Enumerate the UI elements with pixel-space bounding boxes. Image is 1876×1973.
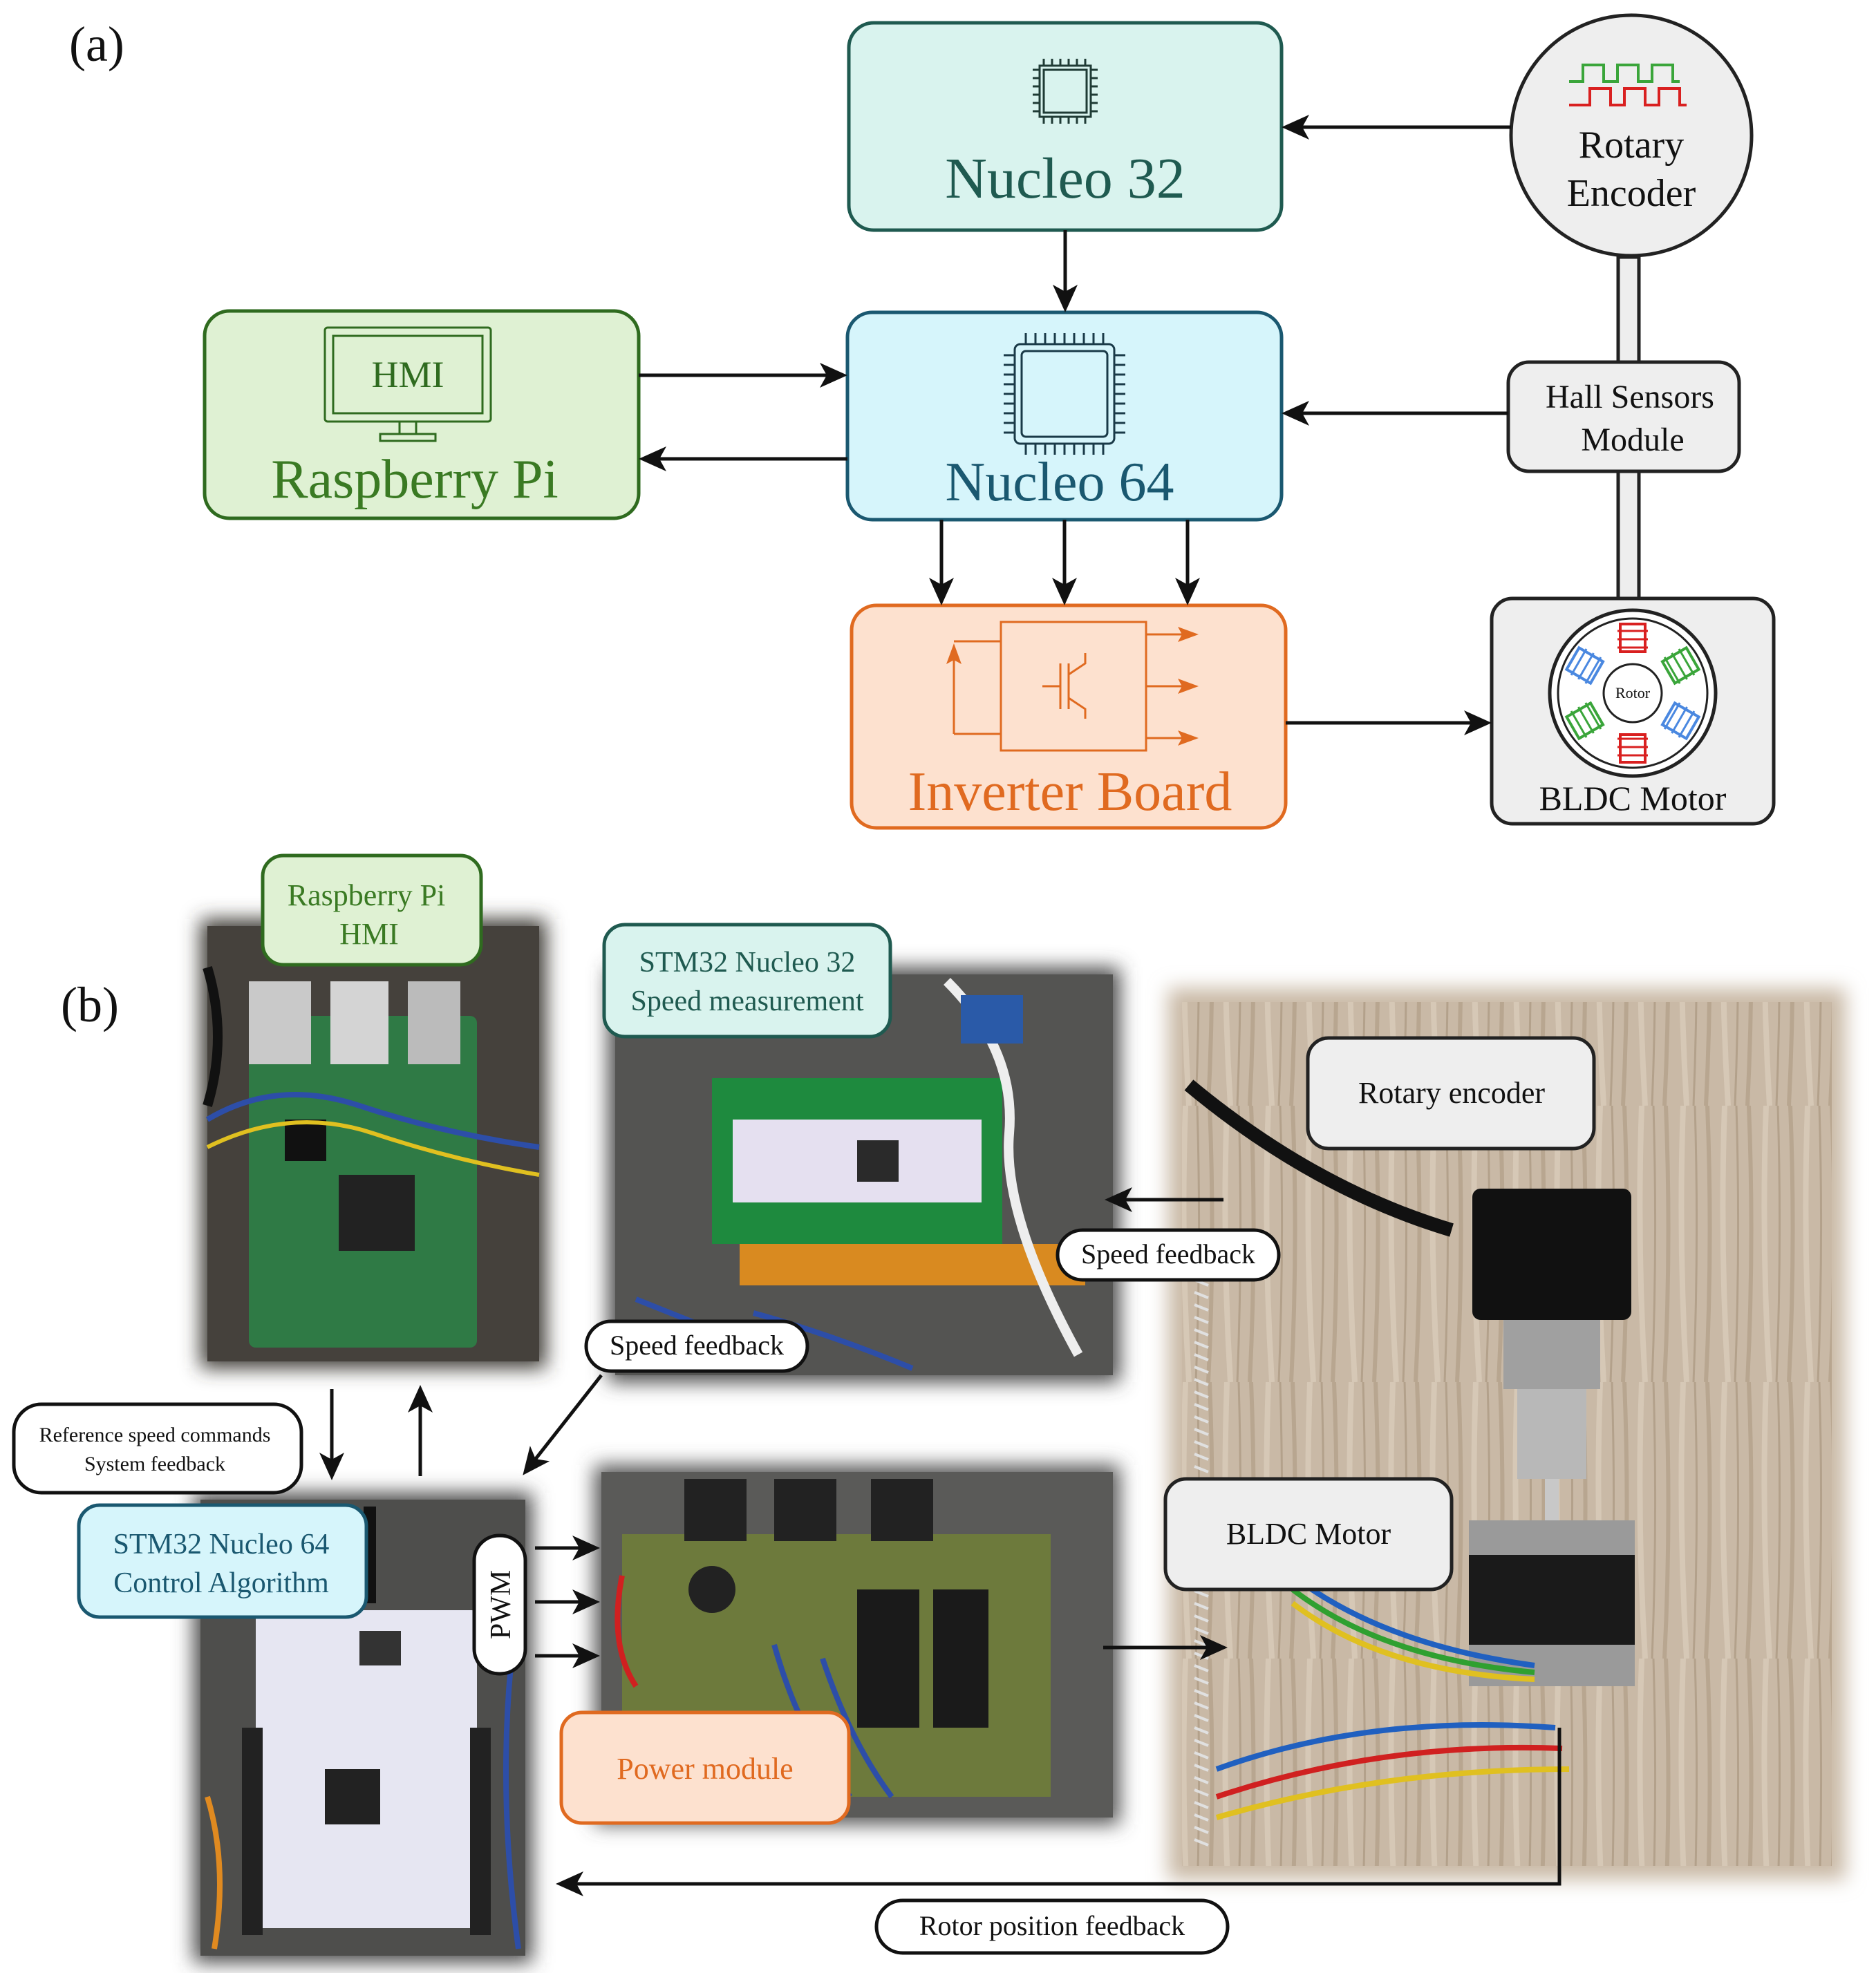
stator-coil: [1564, 645, 1605, 686]
ref-speed-text-1: Reference speed commands: [39, 1424, 271, 1446]
label-rotor-position-feedback: Rotor position feedback: [874, 1898, 1230, 1955]
bldc-motor-text: BLDC Motor: [1226, 1517, 1391, 1551]
photo-raspberry-pi: [200, 919, 546, 1368]
motor-stator-icon: [1548, 608, 1718, 778]
stator-coil: [1660, 701, 1701, 741]
encoder-signal-a-icon: [1569, 64, 1680, 83]
label-reference-speed: Reference speed commands System feedback: [12, 1402, 303, 1495]
nucleo32-label: Nucleo 32: [945, 147, 1185, 211]
hall-label-2: Module: [1581, 422, 1684, 458]
speed-feedback-text-2: Speed feedback: [610, 1330, 784, 1361]
stator-coil: [1617, 623, 1648, 653]
n32-label-2: Speed measurement: [630, 985, 863, 1017]
rotor-feedback-text: Rotor position feedback: [919, 1910, 1185, 1941]
bldc-motor-box: Rotor BLDC Motor: [1490, 596, 1776, 826]
label-pwm: PWM: [472, 1533, 527, 1676]
stator-coil: [1660, 645, 1701, 686]
arrow-speed-feedback-to-nucleo64: [523, 1374, 603, 1475]
label-raspberry-pi-hmi: Raspberry Pi HMI: [261, 853, 483, 967]
encoder-label-1: Rotary: [1579, 124, 1684, 167]
n64-label-2: Control Algorithm: [113, 1567, 329, 1599]
label-rotary-encoder: Rotary encoder: [1306, 1036, 1596, 1151]
hmi-label: HMI: [372, 354, 444, 395]
ref-speed-text-2: System feedback: [84, 1453, 225, 1475]
inverter-icon: [946, 621, 1199, 752]
panel-b-arrows: [319, 1187, 1561, 1896]
rotary-encoder-node: Rotary Encoder: [1509, 13, 1754, 258]
shaft-connector: [1616, 255, 1641, 601]
label-bldc-motor: BLDC Motor: [1163, 1477, 1454, 1592]
power-module-text: Power module: [617, 1752, 793, 1786]
bldc-motor-label: BLDC Motor: [1539, 779, 1727, 818]
rpi-label-1: Raspberry Pi: [288, 878, 446, 912]
label-stm32-nucleo32: STM32 Nucleo 32 Speed measurement: [602, 923, 892, 1039]
panel-b-label: (b): [61, 977, 119, 1032]
label-speed-feedback-1: Speed feedback: [1056, 1228, 1281, 1282]
chip-icon: [1038, 64, 1092, 118]
nucleo32-box: Nucleo 32: [847, 21, 1284, 232]
encoder-signal-b-icon: [1569, 87, 1687, 106]
rotor-label: Rotor: [1615, 684, 1651, 701]
inverter-board-label: Inverter Board: [908, 762, 1232, 822]
hall-sensors-box: Hall Sensors Module: [1506, 360, 1741, 473]
nucleo64-label: Nucleo 64: [945, 452, 1174, 513]
encoder-label-2: Encoder: [1567, 172, 1696, 215]
label-power-module: Power module: [559, 1710, 851, 1825]
inverter-board-box: Inverter Board: [850, 603, 1288, 830]
label-stm32-nucleo64: STM32 Nucleo 64 Control Algorithm: [77, 1503, 368, 1619]
stator-coil: [1564, 701, 1605, 741]
panel-a-arrows: [639, 115, 1511, 735]
rpi-label-2: HMI: [339, 917, 399, 951]
speed-feedback-text-1: Speed feedback: [1081, 1238, 1255, 1269]
n32-label-1: STM32 Nucleo 32: [639, 947, 856, 979]
monitor-icon: [323, 326, 492, 442]
arrow-rotor-position-feedback: [556, 1728, 1561, 1896]
hall-label-1: Hall Sensors: [1546, 379, 1714, 415]
pwm-text: PWM: [485, 1570, 517, 1639]
stator-coil: [1617, 733, 1648, 764]
raspberry-pi-box: HMI Raspberry Pi: [203, 309, 641, 520]
raspberry-pi-label: Raspberry Pi: [271, 449, 559, 510]
nucleo64-box: Nucleo 64: [845, 310, 1284, 522]
panel-a-label: (a): [69, 17, 124, 72]
label-speed-feedback-2: Speed feedback: [584, 1319, 809, 1373]
n64-label-1: STM32 Nucleo 64: [113, 1529, 330, 1560]
rotary-encoder-text: Rotary encoder: [1358, 1076, 1545, 1110]
